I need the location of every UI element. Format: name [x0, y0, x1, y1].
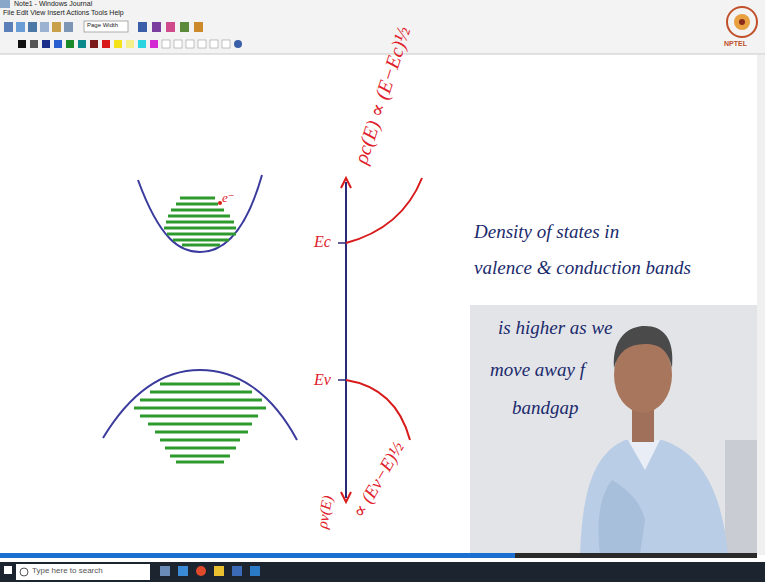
toolbar-icons — [4, 21, 203, 32]
nptel-logo — [727, 7, 757, 37]
valence-band-parabola — [103, 370, 297, 440]
scrollbar — [757, 55, 765, 555]
dos-formula: ρc(E) ∝ (E−Ec)½ — [349, 24, 414, 167]
note-text: valence & conduction bands — [474, 258, 691, 279]
note-text: bandgap — [512, 398, 579, 419]
energy-level-label: Ec — [314, 233, 331, 251]
window-chrome — [0, 0, 765, 54]
energy-level-label: Ev — [314, 371, 331, 389]
presenter-video — [470, 305, 757, 555]
valence-dos-curve — [346, 380, 410, 440]
conduction-band-parabola — [138, 175, 262, 252]
filled-states — [164, 198, 236, 245]
search-placeholder: Type here to search — [32, 567, 103, 576]
taskbar — [0, 562, 765, 582]
dos-formula: ∝ (Ev−E)½ — [349, 439, 408, 522]
dos-symbol: ρv(E) — [314, 494, 336, 529]
taskbar-icons — [160, 566, 260, 576]
electron-label: e⁻ — [222, 191, 235, 205]
color-palette — [18, 40, 242, 48]
conduction-dos-curve — [346, 178, 422, 243]
energy-axis — [338, 178, 351, 502]
playback-track — [0, 553, 757, 558]
window-title: Note1 - Windows Journal — [14, 0, 92, 8]
note-text: Density of states in — [474, 222, 619, 243]
zoom-setting: Page Width — [87, 22, 118, 29]
note-text: move away f — [490, 360, 585, 381]
search-box — [16, 564, 150, 580]
start-button — [4, 566, 12, 574]
app-icon — [0, 0, 10, 8]
playback-progress — [0, 553, 515, 558]
note-text: is higher as we — [498, 318, 613, 339]
menu-bar: File Edit View Insert Actions Tools Help — [3, 9, 124, 17]
filled-states — [134, 384, 266, 462]
logo-text: NPTEL — [724, 40, 747, 48]
electron-dot — [218, 201, 222, 205]
